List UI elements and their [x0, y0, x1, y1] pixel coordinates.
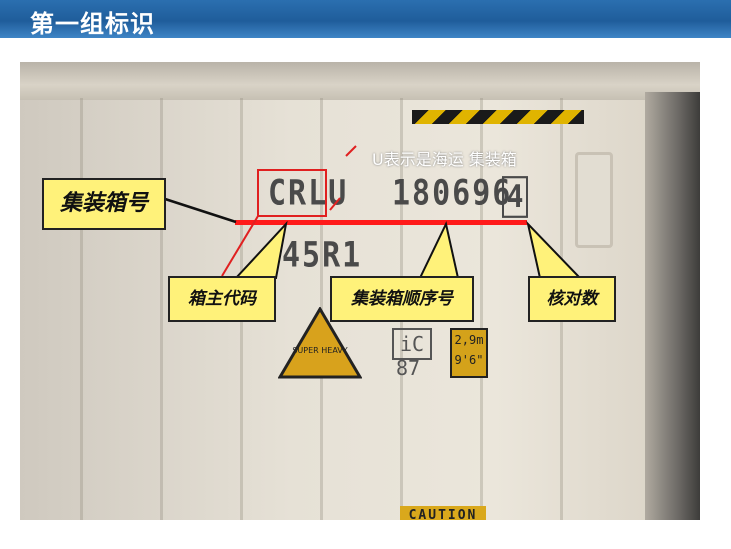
super-heavy-warning-icon: SUPER HEAVY: [278, 307, 362, 379]
ic-number: 87: [396, 356, 421, 380]
sequence-number-callout: 集装箱顺序号: [330, 276, 474, 322]
container-rib: [80, 98, 83, 520]
owner-code-callout: 箱主代码: [168, 276, 276, 322]
height-badge-imperial: 9'6": [454, 353, 484, 367]
container-edge: [645, 92, 700, 520]
slide-header: 第一组标识: [0, 0, 731, 38]
main-callout-connector: [161, 196, 237, 224]
u-note-red-pointer: [329, 197, 341, 211]
height-badge: 2,9m 9'6": [450, 328, 488, 378]
check-digit-callout: 核对数: [528, 276, 616, 322]
door-recess: [575, 152, 613, 248]
caution-label: CAUTION: [400, 506, 486, 520]
size-type-stencil: 45R1: [282, 235, 363, 276]
serial-number-stencil: 180696: [392, 173, 513, 214]
u-meaning-note: U表示是海运 集装箱: [372, 150, 517, 169]
container-top-rail: [20, 62, 700, 100]
warning-label-text: SUPER HEAVY: [292, 346, 347, 355]
check-digit-stencil: 4: [502, 176, 528, 218]
owner-code-highlight-box: [257, 169, 327, 217]
slide-title: 第一组标识: [30, 10, 155, 38]
hazard-stripe: [412, 110, 584, 124]
container-rib: [160, 98, 163, 520]
u-note-red-pointer: [345, 145, 357, 157]
container-number-callout: 集装箱号: [42, 178, 166, 230]
owner-callout-tail: [233, 220, 288, 279]
sequence-callout-tail: [418, 220, 460, 279]
container-rib: [480, 98, 483, 520]
container-number-underline: [235, 220, 527, 225]
ic-mark: iC: [392, 328, 432, 360]
owner-code-red-pointer: [221, 215, 259, 277]
height-badge-metric: 2,9m: [454, 333, 484, 347]
check-callout-tail: [526, 220, 583, 279]
